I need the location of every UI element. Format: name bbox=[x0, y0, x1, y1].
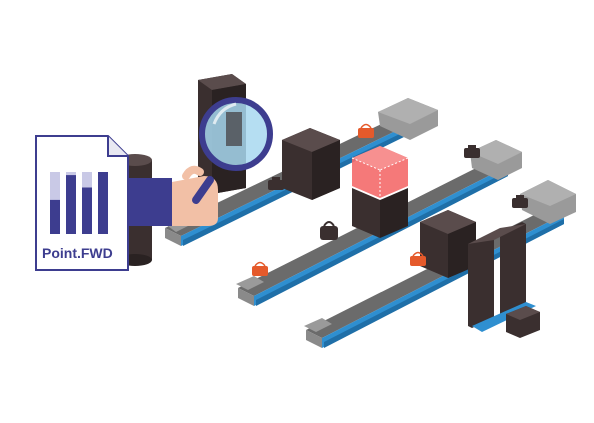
suitcase-icon bbox=[268, 177, 284, 190]
suitcase-icon bbox=[512, 195, 528, 208]
bag-icon bbox=[358, 123, 374, 138]
metal-detector-gate bbox=[468, 222, 536, 332]
suitcase-icon bbox=[464, 145, 480, 158]
magnifier-icon bbox=[192, 97, 273, 204]
xray-scanner-top bbox=[282, 128, 340, 200]
logo-bar bbox=[66, 175, 76, 234]
suitcase-icon bbox=[320, 221, 338, 240]
logo-bar bbox=[50, 199, 60, 234]
logo-bar bbox=[82, 187, 92, 234]
hand bbox=[128, 165, 218, 226]
document-icon: Point.FWD bbox=[35, 135, 129, 271]
highlight-inspection-box bbox=[351, 146, 409, 238]
inspection-bin bbox=[506, 306, 540, 338]
brand-logo-text: Point.FWD bbox=[42, 245, 113, 261]
xray-scanner-bottom bbox=[420, 210, 476, 278]
bag-icon bbox=[410, 251, 426, 266]
bag-icon bbox=[252, 261, 268, 276]
logo-bars bbox=[50, 172, 108, 234]
logo-bar bbox=[98, 172, 108, 234]
